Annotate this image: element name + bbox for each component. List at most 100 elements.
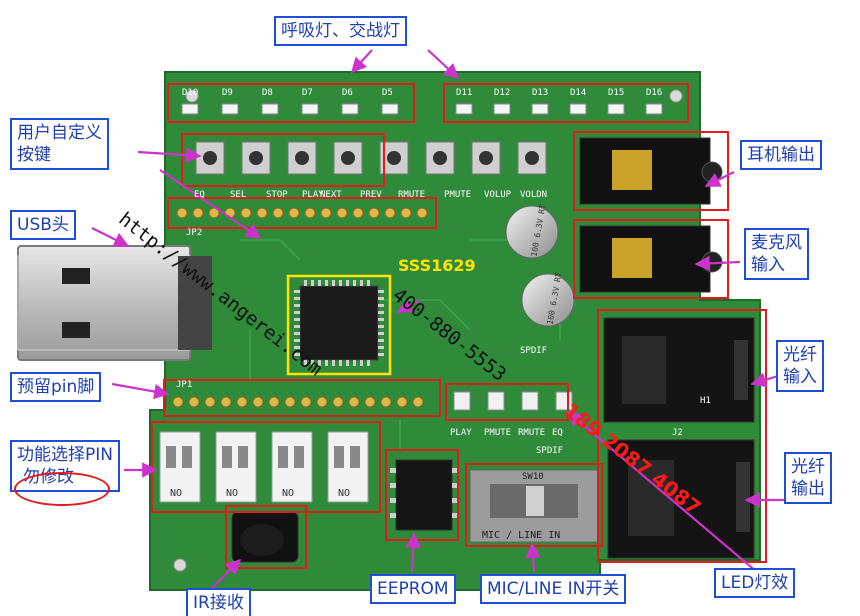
chip-pin [378,346,384,349]
callout-ir-receive: IR接收 [186,588,251,616]
led-label: D15 [608,88,625,98]
callout-custom-keys: 用户自定义 按键 [10,118,109,170]
header-pin [236,396,248,408]
chip-pin [353,280,356,286]
tact-key-cap [203,151,217,165]
callout-led-effect-text: LED灯效 [721,573,789,593]
mic-jack [579,225,723,293]
header-pin [368,207,380,219]
eeprom-pin [452,513,458,518]
header-pins-bottom [172,396,424,408]
callout-optical-out: 光纤 输出 [784,452,832,504]
silk-switch-ref: SW10 [522,472,544,482]
eeprom-pin [452,468,458,473]
led-smd [301,103,319,115]
callout-eeprom-text: EEPROM [377,579,449,599]
eeprom-pin [390,498,396,503]
eeprom-chip [390,459,458,531]
led-smd [261,103,279,115]
tact-key-cap [433,151,447,165]
chip-pin [311,280,314,286]
silk-h1: H1 [700,396,711,406]
eeprom-pin [452,483,458,488]
header-pin [192,207,204,219]
header-pin [268,396,280,408]
dip-label: NO [338,488,351,499]
dip-label: NO [226,488,239,499]
header-pin [288,207,300,219]
callout-reserved-pin-text: 预留pin脚 [17,377,95,397]
main-chip [286,274,392,376]
chip-pin [294,290,300,293]
tact-key-cap [479,151,493,165]
dip-lever [166,446,176,468]
header-pin [352,207,364,219]
led-label: D10 [182,88,199,98]
dip-label: NO [170,488,183,499]
chip-pin [378,332,384,335]
callout-ir-receive-text: IR接收 [193,593,244,613]
header-pin [364,396,376,408]
callout-mic-in-line1: 麦克风 [751,233,802,253]
mic-line-slide-switch [469,469,599,543]
header-pin [220,396,232,408]
status-led [453,391,471,411]
key-row [195,141,547,175]
tact-key-cap [295,151,309,165]
chip-pin [378,353,384,356]
callout-optical-in: 光纤 输入 [776,340,824,392]
header-pin [172,396,184,408]
silk-spdif-bottom: SPDIF [536,446,564,456]
header-pin [272,207,284,219]
status-led-label: EQ [552,428,563,438]
callout-optical-in-line2: 输入 [783,367,817,387]
chip-pin [360,360,363,366]
eeprom-pin [390,513,396,518]
chip-pin [378,311,384,314]
led-label: D5 [382,88,393,98]
led-smd [569,103,587,115]
chip-pin [294,332,300,335]
chip-pin [294,311,300,314]
chip-pin [378,297,384,300]
key-label: NEXT [320,190,342,200]
callout-headphone-out: 耳机输出 [740,140,822,170]
callout-optical-out-line1: 光纤 [791,457,825,477]
tact-key-cap [249,151,263,165]
header-pin [316,396,328,408]
header-pin [400,207,412,219]
dip-lever [334,446,344,468]
chip-pin [346,360,349,366]
header-pin [304,207,316,219]
dip-lever [238,446,248,468]
silk-j2: J2 [672,428,683,438]
chip-pin [378,325,384,328]
tact-key-cap [525,151,539,165]
led-smd [341,103,359,115]
capacitors [505,205,575,327]
callout-led-effect: LED灯效 [714,568,796,598]
tact-key-cap [341,151,355,165]
chip-pin [318,280,321,286]
key-label: RMUTE [398,190,426,200]
warning-ring [14,472,110,506]
led-smd [607,103,625,115]
status-led [521,391,539,411]
optical-in-connector [603,317,755,423]
chip-pin [360,280,363,286]
status-led-label: PMUTE [484,428,512,438]
chip-pin [378,304,384,307]
led-smd [221,103,239,115]
chip-pin [339,360,342,366]
led-label: D12 [494,88,511,98]
eeprom-pin [452,498,458,503]
callout-custom-keys-line1: 用户自定义 [17,123,102,143]
header-pin [332,396,344,408]
callout-custom-keys-line2: 按键 [17,145,51,165]
callout-optical-in-line1: 光纤 [783,345,817,365]
header-pin [416,207,428,219]
key-label: PLAY [302,190,324,200]
header-pin [380,396,392,408]
chip-pin [325,360,328,366]
